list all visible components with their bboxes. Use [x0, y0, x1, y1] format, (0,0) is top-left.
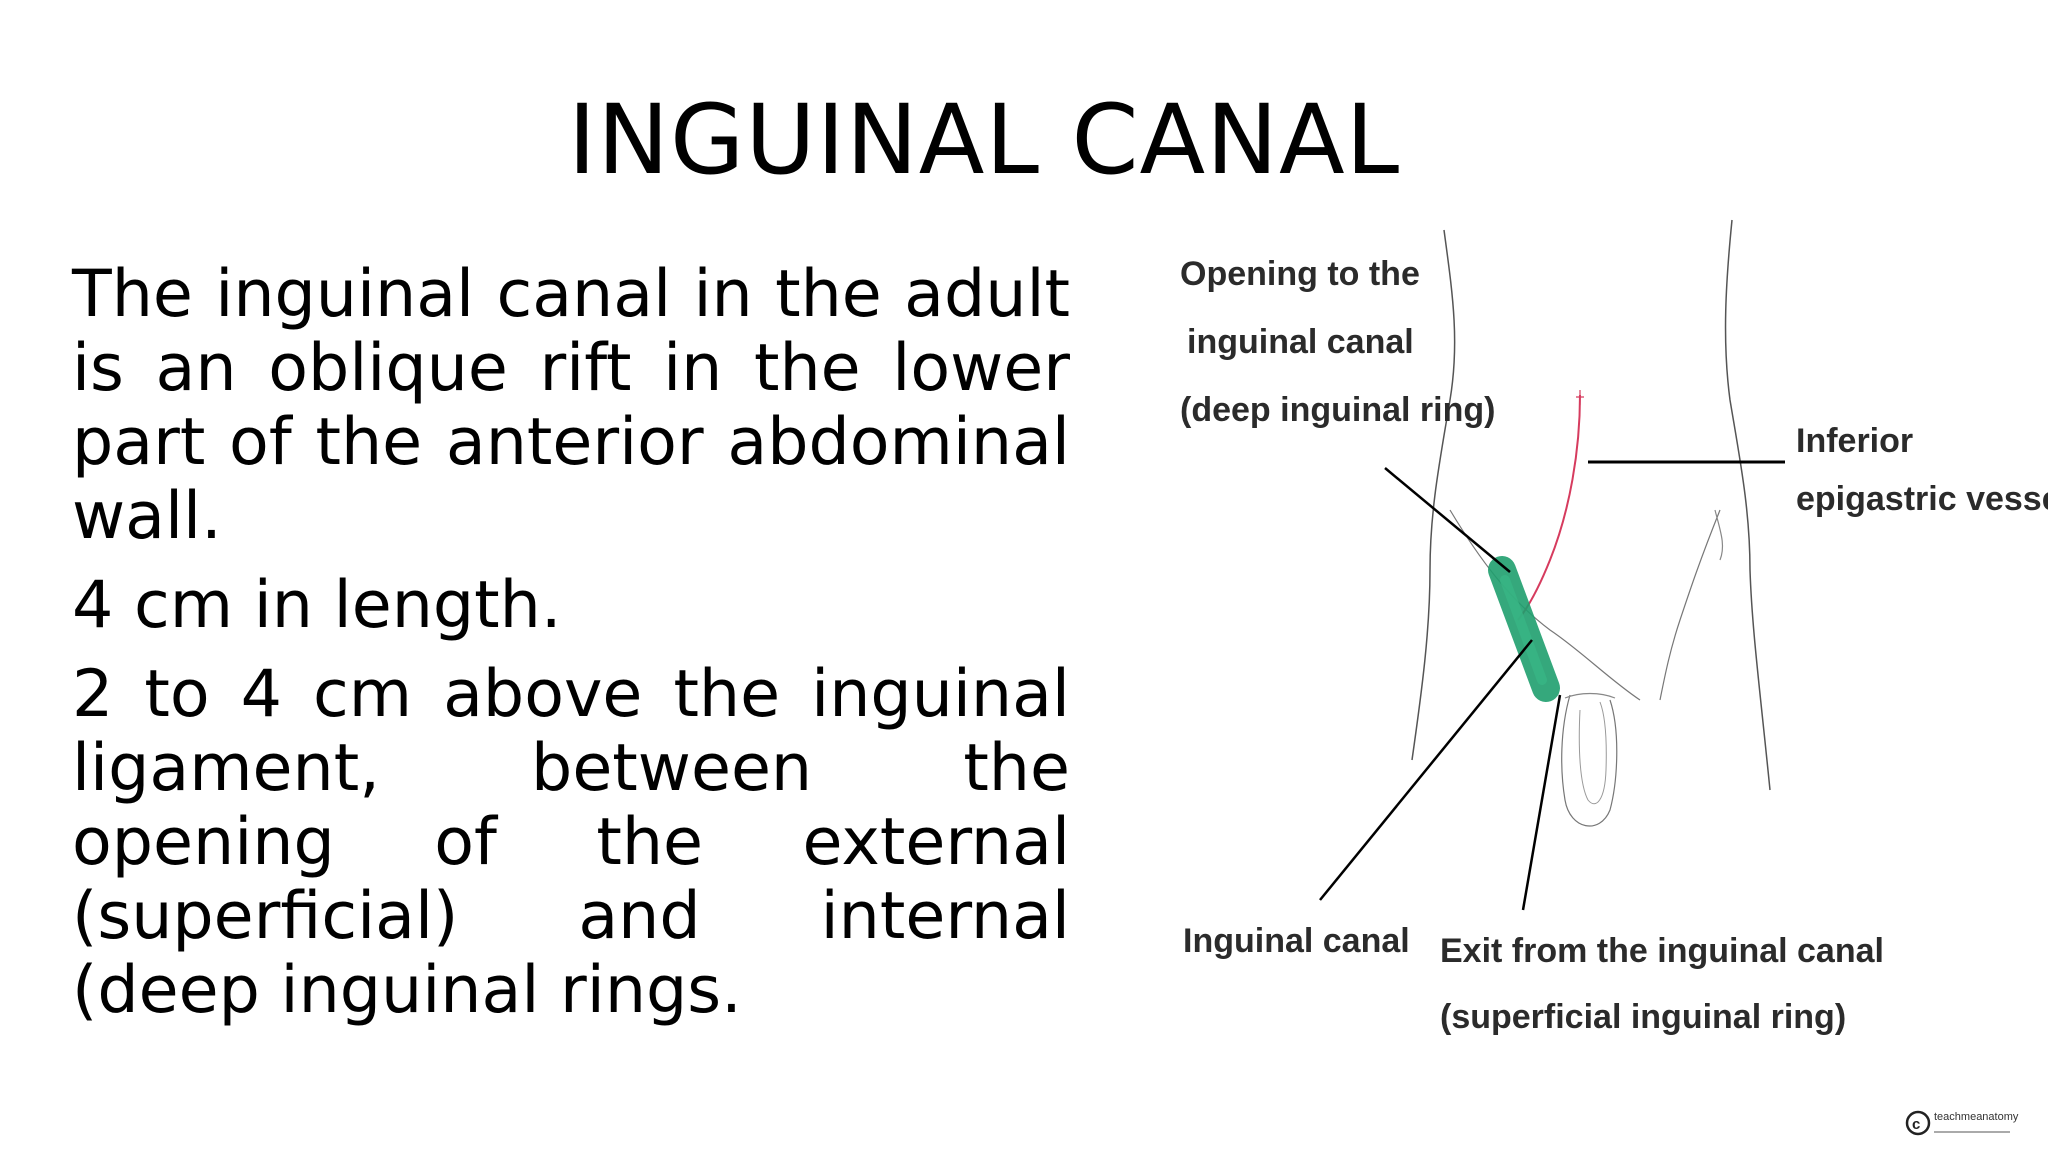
hip-right-mark: [1714, 509, 1724, 561]
groin-right-crease: [1659, 509, 1721, 701]
slide-title: INGUINAL CANAL: [567, 84, 1401, 196]
anatomy-diagram-svg: Opening to the inguinal canal (deep ingu…: [1180, 219, 2048, 1136]
label-epigastric-line1: Inferior: [1796, 422, 1913, 460]
torso-right-outline: [1724, 219, 1771, 791]
pointer-deep-ring: [1384, 467, 1511, 573]
anatomy-diagram: Opening to the inguinal canal (deep ingu…: [1160, 210, 2048, 1152]
label-inguinal-canal: Inguinal canal: [1183, 922, 1410, 960]
paragraph-location: 2 to 4 cm above the inguinal ligament, b…: [72, 657, 1070, 1028]
genital-inner-outline: [1578, 701, 1607, 805]
genital-outline: [1561, 694, 1618, 827]
body-text: The inguinal canal in the adult is an ob…: [72, 258, 1070, 1043]
label-exit-line2: (superficial inguinal ring): [1440, 998, 1846, 1036]
torso-left-outline: [1411, 229, 1456, 761]
label-deep-ring-line3: (deep inguinal ring): [1180, 391, 1495, 429]
paragraph-definition: The inguinal canal in the adult is an ob…: [72, 257, 1070, 554]
copyright-icon-letter: c: [1912, 1116, 1920, 1133]
label-deep-ring-line2: inguinal canal: [1187, 323, 1414, 361]
epigastric-vessel-top: [1576, 390, 1584, 405]
pointer-canal: [1319, 639, 1533, 901]
credit-text: teachmeanatomy: [1934, 1111, 2019, 1123]
label-epigastric-line2: epigastric vessels: [1796, 480, 2048, 518]
inguinal-canal-core: [1500, 575, 1547, 685]
pointer-exit: [1521, 694, 1562, 911]
label-exit-line1: Exit from the inguinal canal: [1440, 932, 1884, 970]
genital-top: [1564, 692, 1616, 699]
copyright-icon: [1905, 1110, 1931, 1136]
paragraph-length: 4 cm in length.: [72, 568, 562, 643]
credit-logo: c teachmeanatomy: [1905, 1110, 2019, 1136]
epigastric-vessel: [1517, 394, 1581, 621]
label-deep-ring-line1: Opening to the: [1180, 255, 1420, 293]
groin-left-crease: [1449, 509, 1641, 701]
